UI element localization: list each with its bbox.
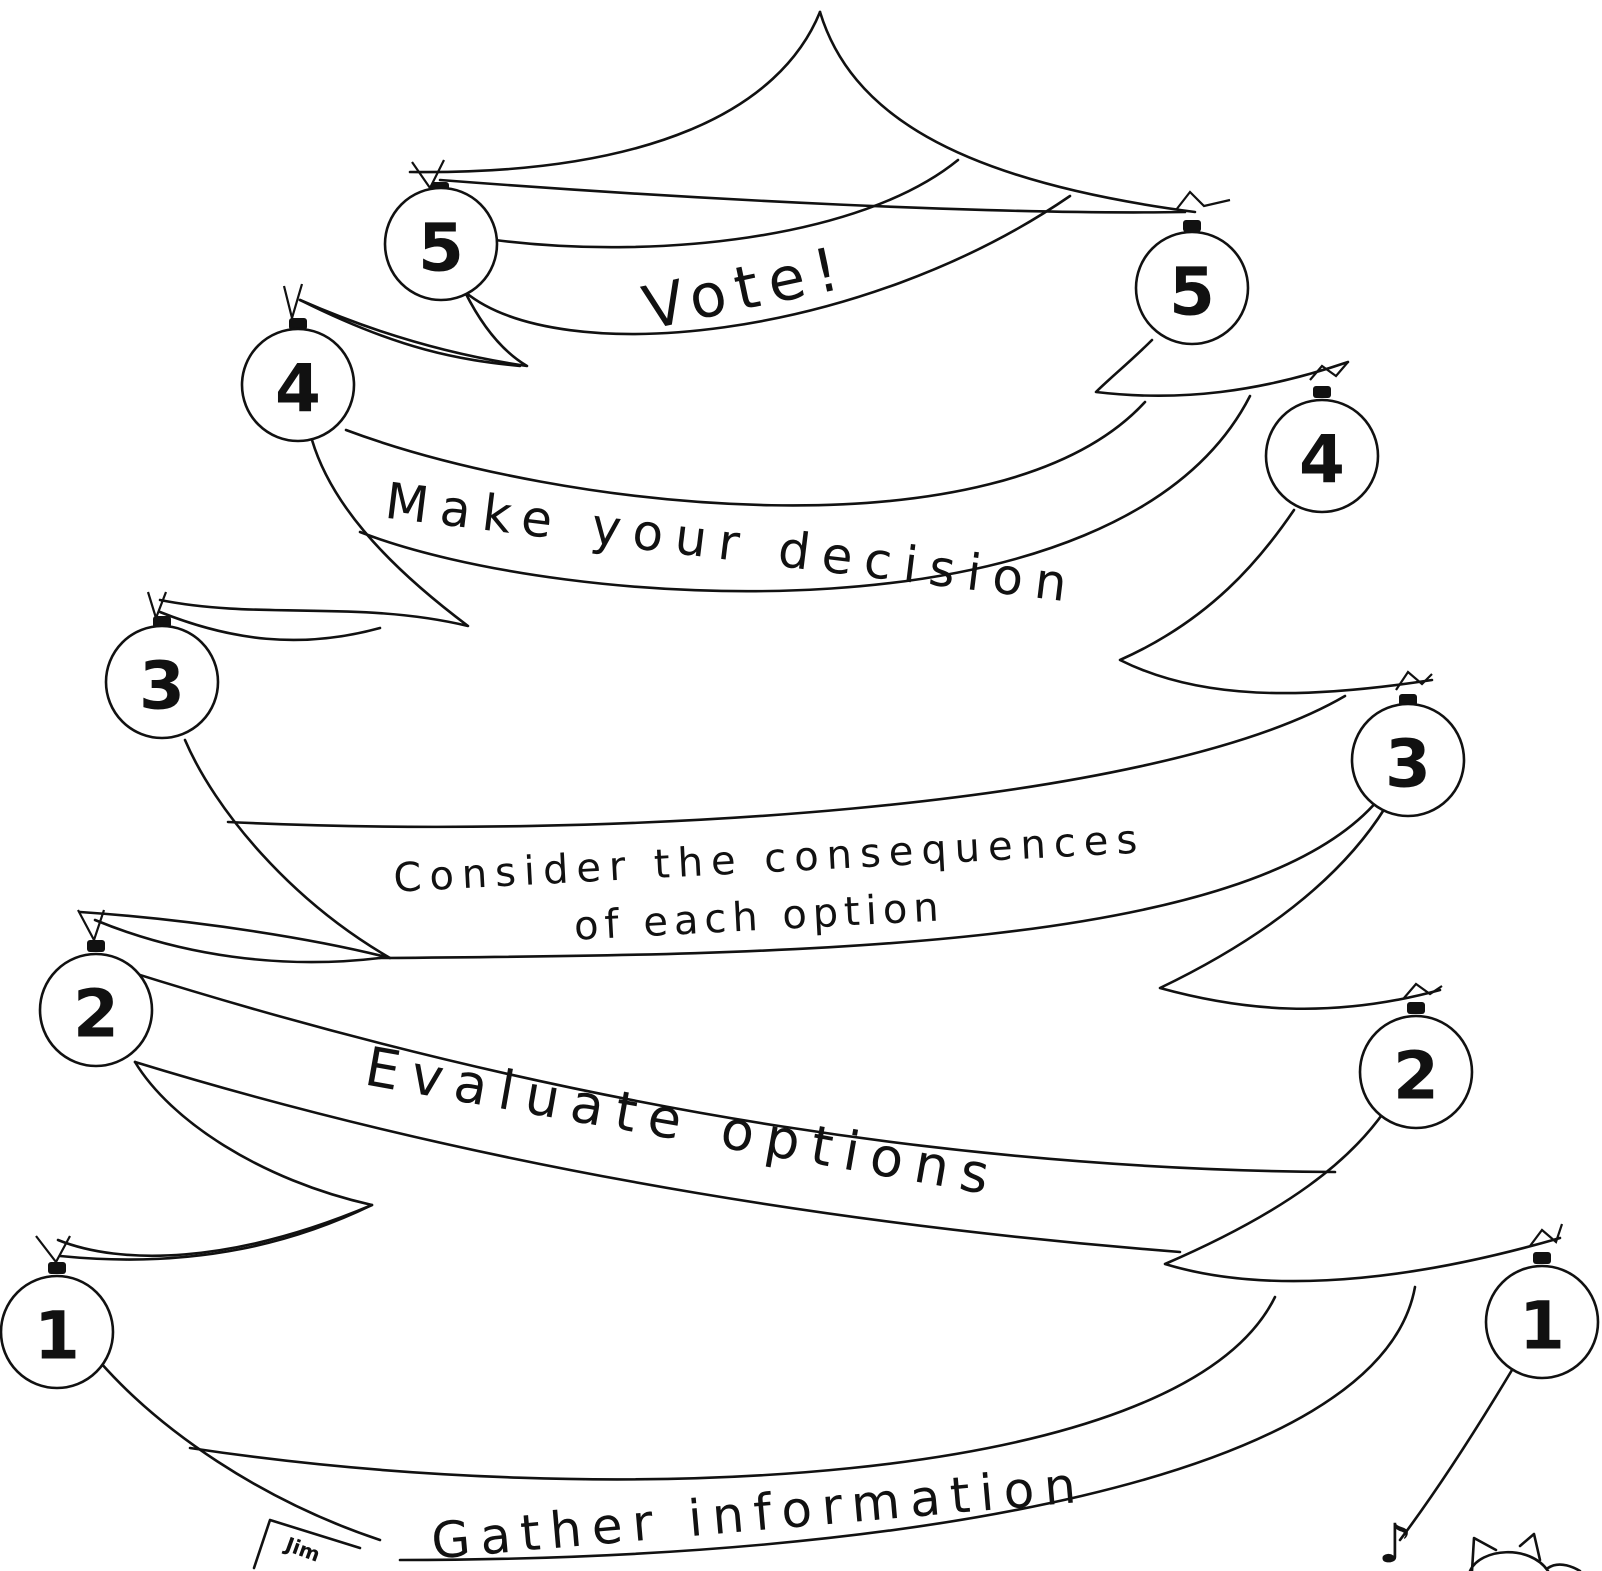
ornament-cap-icon — [1313, 386, 1331, 398]
step-4-label: Make your decision — [382, 472, 1082, 615]
ribbon-3-top — [228, 696, 1345, 827]
ornament-cap-icon — [1407, 1002, 1425, 1014]
tier3-right-edge — [1160, 808, 1440, 1009]
tree-tip-left — [410, 12, 820, 172]
ornament-number: 5 — [1169, 254, 1215, 331]
ribbon-5-top — [495, 160, 958, 247]
ornament-1-right: 1 — [1486, 1224, 1598, 1378]
ornament-5-right: 5 — [1136, 192, 1248, 344]
ornament-3-right: 3 — [1352, 672, 1464, 816]
ornament-number: 5 — [418, 210, 464, 287]
step-5-label: Vote! — [637, 233, 855, 345]
tier3-left-edge — [80, 740, 390, 958]
ornament-2-right: 2 — [1360, 984, 1472, 1128]
ornament-cap-icon — [1183, 220, 1201, 232]
ornament-number: 2 — [1393, 1038, 1439, 1115]
ornament-hook-icon — [36, 1236, 70, 1262]
cat-head — [1470, 1552, 1548, 1571]
ornament-number: 2 — [73, 976, 119, 1053]
cat-tail — [1548, 1565, 1580, 1571]
ornament-cap-icon — [1533, 1252, 1551, 1264]
tier4-right-edge — [1165, 1112, 1560, 1281]
ornament-hook-icon — [1176, 192, 1230, 210]
tier2-right-edge — [1120, 510, 1432, 693]
garland-5 — [440, 180, 1185, 212]
ornaments: 5 5 4 4 3 3 — [1, 160, 1598, 1388]
ornament-4-left: 4 — [242, 284, 354, 441]
step-1-label: Gather information — [429, 1456, 1088, 1571]
tier4-left-edge — [60, 1062, 372, 1260]
tier1-right-edge — [1096, 340, 1348, 396]
ornament-number: 1 — [1519, 1288, 1565, 1365]
garland-2 — [95, 920, 380, 962]
ornament-number: 1 — [34, 1298, 80, 1375]
ornament-cap-icon — [87, 940, 105, 952]
step-3-label-line2: of each option — [573, 884, 946, 949]
ornament-4-right: 4 — [1266, 362, 1378, 512]
corner-text: Jim — [280, 1531, 323, 1566]
tier5-left-edge — [100, 1362, 380, 1540]
ornament-number: 3 — [139, 648, 185, 725]
ornament-cap-icon — [48, 1262, 66, 1274]
ribbon-1-top — [190, 1297, 1275, 1479]
garland-1 — [58, 1205, 372, 1256]
step-2-label: Evaluate options — [361, 1035, 1006, 1209]
ornament-number: 4 — [1299, 422, 1345, 499]
cat-icon — [1470, 1534, 1580, 1571]
ornament-number: 3 — [1385, 726, 1431, 803]
step-3-label-line1: Consider the consequences — [392, 816, 1146, 901]
music-note-icon: ♪ — [1378, 1512, 1412, 1571]
ornament-number: 4 — [275, 351, 321, 428]
tier5-right-edge — [1400, 1370, 1512, 1540]
ornament-hook-icon — [1404, 984, 1442, 998]
step-labels: Vote! Make your decision Consider the co… — [361, 233, 1147, 1571]
tree-tip-right — [820, 12, 1195, 212]
